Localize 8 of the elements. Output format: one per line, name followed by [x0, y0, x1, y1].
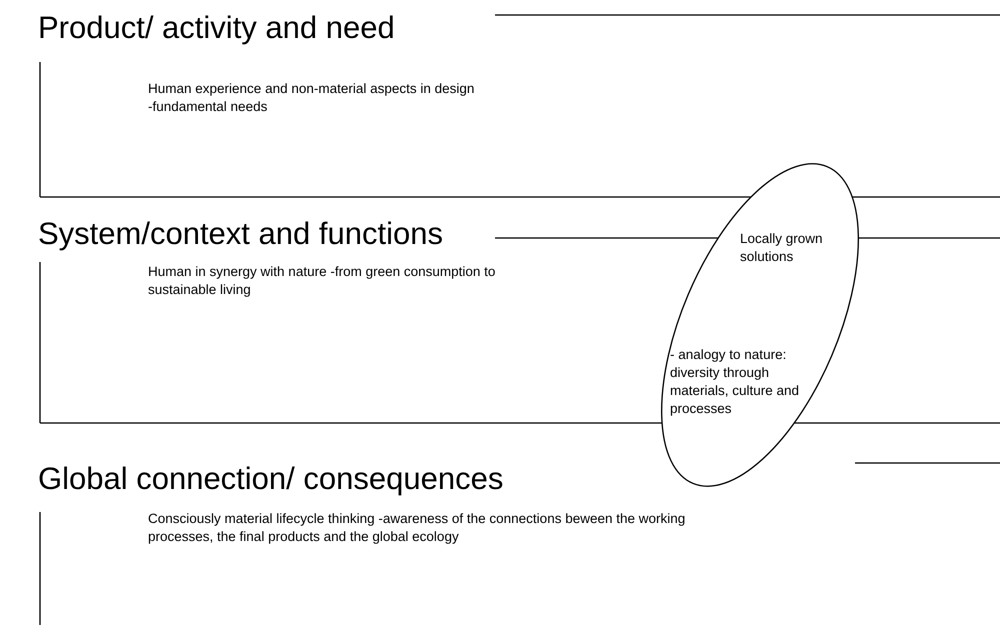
- ellipse-heading: Locally grown solutions: [740, 230, 824, 266]
- band-description: Human experience and non-material aspects in design -fundamental needs: [148, 80, 476, 116]
- band-heading: Global connection/ consequences: [38, 463, 504, 494]
- band-description: Consciously material lifecycle thinking -awareness of the connections beween the working processes, the final products and the global ecology: [148, 510, 686, 546]
- ellipse-description: - analogy to nature: diversity through materials, culture and processes: [670, 346, 800, 418]
- band-heading: System/context and functions: [38, 218, 443, 249]
- band-heading: Product/ activity and need: [38, 12, 395, 43]
- band-description: Human in synergy with nature -from green consumption to sustainable living: [148, 263, 496, 299]
